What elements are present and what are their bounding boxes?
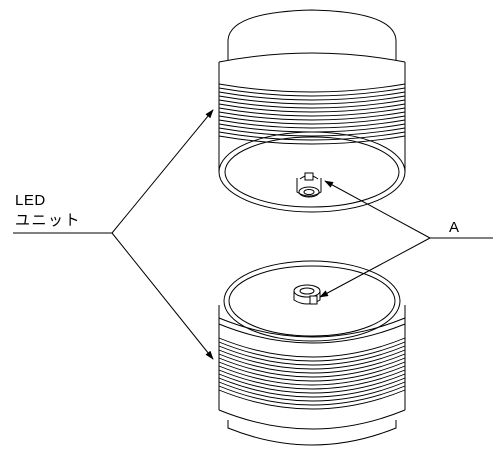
led-unit-label-line2: ユニット [15, 212, 82, 229]
bottom-unit-top-face-inner [229, 266, 395, 336]
top-unit-bottom-face-inner [225, 137, 399, 207]
a-leader-top [324, 181, 430, 238]
top-unit-connector-pin [297, 173, 321, 197]
bottom-unit-lower-cap [228, 420, 396, 445]
a-leader-bottom [319, 238, 430, 297]
top-unit-bottom-face-outer [219, 132, 405, 212]
bottom-unit-base-curve [219, 410, 405, 429]
led-unit-leader-bottom [112, 233, 214, 360]
top-unit-shoulder [219, 53, 405, 62]
bottom-unit-connector-pin [294, 285, 320, 304]
bottom-unit-threads [219, 338, 405, 409]
top-unit-threads [219, 84, 405, 144]
leader-lines [13, 109, 493, 360]
bottom-led-unit [219, 261, 405, 445]
led-unit-label-line1: LED [15, 192, 46, 209]
led-unit-leader-top [112, 109, 214, 233]
part-a-label: A [449, 219, 460, 236]
bottom-unit-top-face-outer [224, 261, 400, 341]
top-led-unit [219, 10, 405, 212]
top-unit-cap [228, 10, 396, 60]
